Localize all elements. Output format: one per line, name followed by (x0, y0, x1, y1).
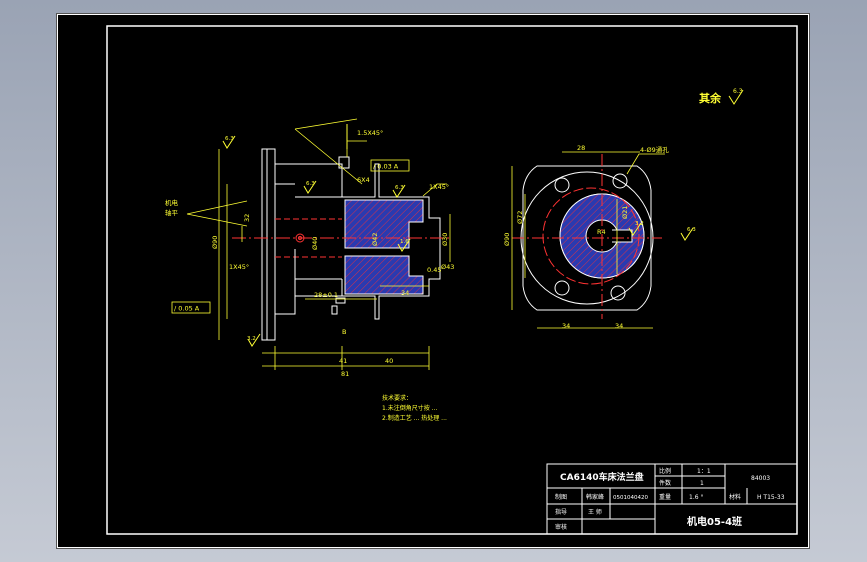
outer-frame (57, 14, 809, 548)
dim-6x4: 6X4 (357, 176, 370, 184)
side-section-view (261, 148, 441, 341)
side-label-1: 机电 (165, 198, 179, 207)
svg-text:6.3: 6.3 (395, 185, 404, 191)
dim-045: 0.45 (427, 266, 441, 274)
svg-text:3.2: 3.2 (247, 336, 256, 342)
class-name: 机电05-4班 (687, 515, 742, 528)
dim-dia-30: Ø30 (441, 233, 449, 246)
cad-drawing: 其余 6.3 (57, 14, 809, 548)
tech-note-3: 2.制造工艺 ... 热处理 ... (382, 414, 447, 422)
dim-dia-42: Ø42 (371, 233, 379, 246)
hole-note: 4-Ø9通孔 (640, 145, 669, 154)
weight-value: 1.6 ° (689, 494, 703, 501)
bolt-hole-3 (554, 280, 570, 296)
side-roughness-symbols: 6.3 6.3 1.6 3.2 6.3 (222, 135, 411, 347)
dim-81: 81 (341, 370, 349, 378)
roughness-rest-label: 其余 (699, 91, 722, 105)
svg-text:6.3: 6.3 (733, 88, 743, 95)
dim-front-dia-72: Ø72 (516, 211, 524, 224)
side-dimension-lines (186, 118, 451, 370)
title-block-text: CA6140车床法兰盘 比例 1：1 件数 1 84003 制图 韩家峰 050… (555, 467, 785, 531)
title-block (546, 463, 798, 535)
front-roughness-symbols: 3.2 6.3 (628, 221, 696, 241)
section-hatch-upper (344, 199, 424, 249)
dim-43: Ø43 (441, 263, 454, 271)
flange-outline (522, 165, 652, 311)
inner-frame (106, 25, 798, 535)
scale-value: 1：1 (697, 468, 711, 475)
bolt-hole-1 (554, 177, 570, 193)
svg-text:6.3: 6.3 (225, 136, 234, 142)
weight-label: 重量 (659, 493, 671, 501)
tolerance-frame-1: / 0.03 A (373, 163, 399, 171)
side-annotations: 1.5X45° 1X45° 1X45° 机电 轴平 41 40 81 34 28… (165, 129, 454, 378)
chamfer-3: 1X45° (229, 263, 249, 271)
guide-name: 王 师 (588, 508, 602, 516)
radius-note: R4 (597, 228, 606, 236)
guide-label: 指导 (555, 508, 567, 516)
tech-note-2: 1.未注倒角尺寸按 ... (382, 404, 437, 412)
svg-text:3.2: 3.2 (635, 221, 644, 227)
cad-drawing-sheet: 其余 6.3 (56, 13, 810, 549)
tolerance-frame-2: / 0.05 A (174, 305, 200, 313)
review-label: 审核 (555, 523, 567, 531)
svg-text:1.6: 1.6 (400, 239, 409, 245)
section-hatch-lower (344, 255, 424, 295)
material-label: 材料 (729, 493, 741, 501)
drawn-label: 制图 (555, 493, 567, 501)
dim-34: 34 (401, 289, 409, 297)
tech-note-1: 技术要求： (382, 394, 412, 402)
side-tolerance-frames: / 0.03 A / 0.05 A (171, 159, 410, 314)
dim-front-28: 28 (577, 144, 585, 152)
chamfer-1: 1.5X45° (357, 129, 383, 137)
dim-front-dia-90: Ø90 (503, 233, 511, 246)
dim-b: B (342, 328, 346, 336)
qty-value: 1 (700, 480, 704, 487)
bolt-hole-4 (610, 285, 626, 301)
dim-41: 41 (339, 357, 347, 365)
drawn-id: 0501040420 (613, 495, 648, 501)
dim-dia-40: Ø40 (311, 237, 319, 250)
front-annotations: 28 34 34 Ø90 Ø72 Ø21 4-Ø9通孔 R4 (503, 144, 669, 330)
dim-28: 28±0.1 (314, 291, 338, 299)
side-label-2: 轴平 (165, 208, 179, 217)
dim-32: 32 (243, 214, 251, 222)
dim-front-34-left: 34 (562, 322, 570, 330)
bolt-hole-2 (612, 173, 628, 189)
material-value: H T15-33 (757, 494, 785, 501)
scale-label: 比例 (659, 467, 671, 475)
dim-front-34-right: 34 (615, 322, 623, 330)
dim-dia-90: Ø90 (211, 236, 219, 249)
svg-text:6.3: 6.3 (687, 227, 696, 233)
chamfer-2: 1X45° (429, 183, 449, 191)
part-name: CA6140车床法兰盘 (560, 471, 644, 483)
flange-disk (261, 148, 276, 341)
front-view (512, 154, 662, 319)
qty-label: 件数 (659, 479, 671, 487)
svg-text:6.3: 6.3 (306, 181, 315, 187)
drawn-name: 韩家峰 (586, 493, 604, 501)
tech-notes: 技术要求： 1.未注倒角尺寸按 ... 2.制造工艺 ... 热处理 ... (382, 394, 447, 422)
dim-40: 40 (385, 357, 393, 365)
roughness-symbol-rest: 6.3 (728, 88, 744, 105)
drawing-code: 84003 (751, 475, 770, 482)
front-dimension-lines (511, 151, 665, 329)
dim-front-dia-21: Ø21 (621, 206, 629, 219)
